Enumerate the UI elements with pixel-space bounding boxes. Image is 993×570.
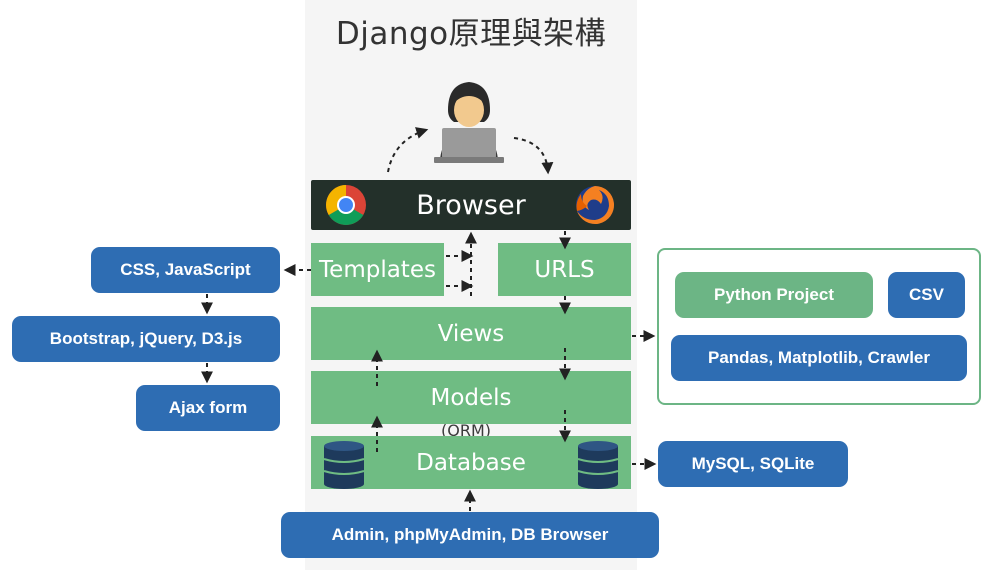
urls-label: URLS bbox=[534, 256, 595, 283]
urls-layer: URLS bbox=[498, 243, 631, 296]
orm-label: (ORM) bbox=[441, 421, 491, 440]
views-label: Views bbox=[437, 320, 505, 347]
python-project-box: Python Project bbox=[675, 272, 873, 318]
chrome-icon bbox=[326, 185, 366, 225]
csv-box: CSV bbox=[888, 272, 965, 318]
views-layer: Views bbox=[311, 307, 631, 360]
user-laptop-icon bbox=[434, 82, 504, 163]
templates-layer: Templates bbox=[311, 243, 444, 296]
database-icon bbox=[577, 441, 619, 489]
models-label: Models bbox=[430, 384, 512, 411]
templates-label: Templates bbox=[319, 256, 436, 283]
admin-tools-box: Admin, phpMyAdmin, DB Browser bbox=[281, 512, 659, 558]
models-layer: Models bbox=[311, 371, 631, 424]
database-icon bbox=[323, 441, 365, 489]
bootstrap-jquery-box: Bootstrap, jQuery, D3.js bbox=[12, 316, 280, 362]
browser-label: Browser bbox=[416, 190, 526, 221]
browser-layer: Browser bbox=[311, 180, 631, 230]
database-layer: Database bbox=[311, 436, 631, 489]
ajax-form-box: Ajax form bbox=[136, 385, 280, 431]
mysql-sqlite-box: MySQL, SQLite bbox=[658, 441, 848, 487]
css-javascript-box: CSS, JavaScript bbox=[91, 247, 280, 293]
pandas-matplotlib-box: Pandas, Matplotlib, Crawler bbox=[671, 335, 967, 381]
firefox-icon bbox=[576, 185, 615, 224]
diagram-title: Django原理與架構 bbox=[335, 16, 607, 52]
database-label: Database bbox=[416, 449, 526, 476]
